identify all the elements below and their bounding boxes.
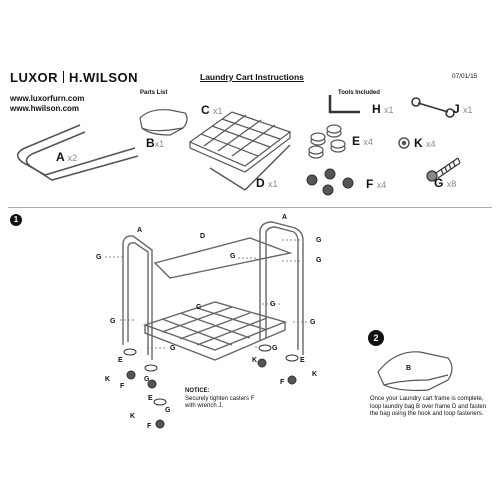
part-k-label: K x4 [414,136,436,150]
website-hwilson: www.hwilson.com [10,104,80,113]
part-b-bag-drawing [139,109,188,136]
diag-label-c: C [196,304,201,311]
cart-casters [123,344,299,429]
part-c-shelf-drawing [188,111,292,173]
diag-label-a-right: A [282,214,287,221]
part-e-caps-drawing [308,124,346,159]
part-f-casters-drawing [306,168,354,196]
diag-label-d: D [200,233,205,240]
diag-label-g7: G [310,319,316,326]
diag-label-e1: E [118,357,123,364]
diag-label-k3: K [312,371,317,378]
part-b-label: Bx1 [146,136,165,150]
diag-label-g8: G [170,345,176,352]
diag-label-g2: G [230,253,236,260]
part-g-label: G x8 [434,176,457,190]
tools-included-label: Tools Included [338,90,380,96]
cart-leader-lines [105,239,308,349]
diag-label-f2: F [280,379,285,386]
diag-label-g5: G [270,301,276,308]
document-date: 07/01/15 [452,73,478,80]
step-1-badge: 1 [10,214,22,226]
diag-label-g6: G [110,318,116,325]
notice-heading: NOTICE: [185,388,210,394]
tool-h-label: H x1 [372,102,394,116]
part-a-frame-drawing [16,124,139,181]
tool-j-label: J x1 [453,102,473,116]
diag-label-g1: G [96,254,102,261]
part-g-bolt-drawing [426,157,461,182]
parts-list-label: Parts List [140,90,168,96]
diag-label-k2: K [105,376,110,383]
brand-separator [63,71,64,83]
diag-label-g4: G [316,257,322,264]
part-d-label: D x1 [256,176,278,190]
notice-line-2: with wrench J. [185,403,224,409]
brand-luxor: LUXOR [10,70,58,85]
diag-label-g11: G [165,407,171,414]
section-divider [8,207,492,208]
diag-label-b: B [406,365,411,372]
diag-label-e2: E [300,357,305,364]
tool-j-wrench-drawing [411,97,455,118]
diag-label-f1: F [120,383,125,390]
part-c-label: C x1 [201,103,223,117]
part-a-label: A x2 [56,150,78,164]
diagram-label-group: A A D G G G G C G G G G G E E K K K F G … [96,214,411,430]
step2-bag-drawing [377,351,453,392]
tool-h-hex-key-drawing [328,95,360,114]
diag-label-g3: G [316,237,322,244]
step-2-badge: 2 [368,330,384,346]
diag-label-e3: E [148,395,153,402]
website-luxor: www.luxorfurn.com [10,94,85,103]
brand-hwilson: H.WILSON [69,70,138,85]
diag-label-f3: F [147,423,152,430]
step-2-instructions: Once your Laundry cart frame is complete… [370,396,487,417]
cart-assembly-drawing [122,221,304,361]
diag-label-k4: K [130,413,135,420]
diag-label-g9: G [272,345,278,352]
diag-label-g10: G [144,376,150,383]
notice-text: NOTICE: Securely tighten casters F with … [185,388,295,411]
part-k-washer-drawing [398,137,410,149]
brand-logo: LUXOR H.WILSON [10,70,138,85]
part-e-label: E x4 [352,134,373,148]
notice-line-1: Securely tighten casters F [185,395,255,402]
page-title: Laundry Cart Instructions [200,72,304,82]
diag-label-a-left: A [137,227,142,234]
part-d-rod-drawing [209,144,291,191]
part-f-label: F x4 [366,177,387,191]
diag-label-k1: K [252,357,257,364]
